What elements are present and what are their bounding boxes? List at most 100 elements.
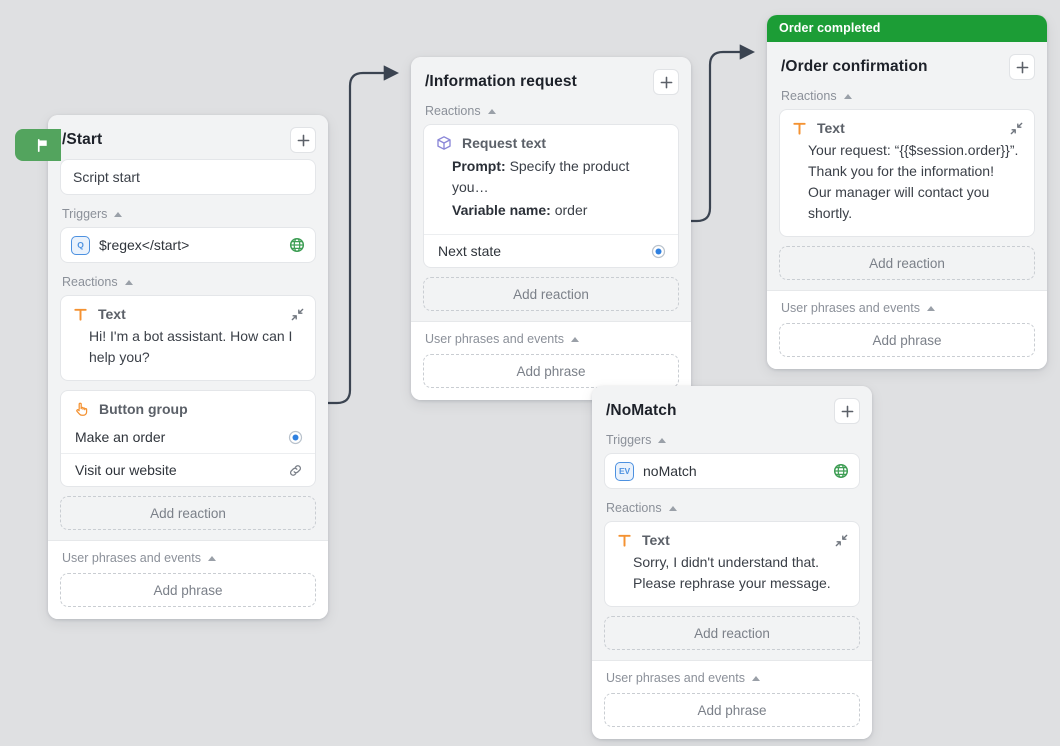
user-phrases-label: User phrases and events [62, 551, 201, 565]
chevron-up-icon [668, 505, 677, 511]
link-icon[interactable] [288, 463, 303, 478]
reactions-label: Reactions [781, 89, 837, 103]
add-element-button[interactable] [653, 69, 679, 95]
user-phrases-toggle[interactable]: User phrases and events [779, 301, 1035, 323]
trigger-row[interactable]: Q $regex</start> [60, 227, 316, 263]
variable-value: order [554, 202, 588, 218]
add-reaction-button[interactable]: Add reaction [60, 496, 316, 530]
reaction-text-body: Sorry, I didn't understand that. Please … [633, 554, 831, 591]
add-phrase-button[interactable]: Add phrase [60, 573, 316, 607]
user-phrases-toggle[interactable]: User phrases and events [60, 551, 316, 573]
globe-icon[interactable] [289, 237, 305, 253]
node-title: /NoMatch [606, 402, 677, 419]
user-phrases-section: User phrases and events Add phrase [48, 540, 328, 619]
node-header-start: /Start [48, 115, 328, 159]
reaction-button-group[interactable]: Button group Make an order Visit our web… [60, 390, 316, 487]
node-start[interactable]: /Start Script start Triggers Q $re [15, 115, 328, 619]
chevron-up-icon [207, 555, 216, 561]
chevron-up-icon [124, 279, 133, 285]
start-flag-tab [15, 129, 61, 161]
reaction-request-body: Prompt: Specify the product you… Variabl… [424, 155, 678, 234]
plus-icon [1016, 61, 1028, 73]
next-state-row[interactable]: Next state [424, 234, 678, 267]
radio-target-icon[interactable] [651, 244, 666, 259]
reaction-header: Text [780, 110, 1034, 140]
node-information-request[interactable]: /Information request Reactions [411, 57, 691, 400]
chevron-up-icon [751, 675, 760, 681]
node-header-information-request: /Information request [411, 57, 691, 101]
node-title: /Order confirmation [781, 58, 928, 75]
add-reaction-button[interactable]: Add reaction [604, 616, 860, 650]
script-name-value: Script start [73, 169, 140, 185]
collapse-icon[interactable] [290, 307, 305, 322]
add-reaction-button[interactable]: Add reaction [779, 246, 1035, 280]
button-label: Visit our website [75, 462, 177, 478]
reaction-text[interactable]: Text Hi! I'm a bot assistant. How can I … [60, 295, 316, 381]
chevron-up-icon [114, 211, 123, 217]
button-item[interactable]: Visit our website [61, 453, 315, 486]
flag-icon [37, 138, 47, 152]
user-phrases-label: User phrases and events [781, 301, 920, 315]
triggers-label: Triggers [606, 433, 652, 447]
user-phrases-section: User phrases and events Add phrase [592, 660, 872, 739]
chevron-up-icon [926, 305, 935, 311]
node-title: /Information request [425, 73, 577, 90]
text-icon [792, 121, 807, 136]
plus-icon [841, 405, 853, 417]
radio-target-icon[interactable] [288, 430, 303, 445]
reactions-section-toggle[interactable]: Reactions [779, 86, 1035, 109]
cube-icon [436, 135, 452, 151]
reaction-request-text[interactable]: Request text Prompt: Specify the product… [423, 124, 679, 268]
reaction-header: Text [61, 296, 315, 326]
reactions-section-toggle[interactable]: Reactions [604, 498, 860, 521]
reactions-section-toggle[interactable]: Reactions [423, 101, 679, 124]
text-icon [73, 307, 88, 322]
add-reaction-button[interactable]: Add reaction [423, 277, 679, 311]
trigger-type-badge: Q [71, 235, 90, 255]
variable-key: Variable name: [452, 202, 551, 218]
add-phrase-button[interactable]: Add phrase [604, 693, 860, 727]
add-element-button[interactable] [834, 398, 860, 424]
reaction-text-body: Your request: “{{$session.order}}”. Than… [808, 142, 1019, 221]
prompt-key: Prompt: [452, 158, 506, 174]
script-name-input[interactable]: Script start [60, 159, 316, 195]
next-state-label: Next state [438, 243, 502, 259]
plus-icon [660, 76, 672, 88]
chevron-up-icon [658, 437, 667, 443]
add-element-button[interactable] [1009, 54, 1035, 80]
reaction-header: Button group [61, 391, 315, 421]
globe-icon[interactable] [833, 463, 849, 479]
reactions-section-toggle[interactable]: Reactions [60, 272, 316, 295]
triggers-section-toggle[interactable]: Triggers [604, 430, 860, 453]
user-phrases-toggle[interactable]: User phrases and events [423, 332, 679, 354]
reaction-text[interactable]: Text Sorry, I didn't understand that. Pl… [604, 521, 860, 607]
node-order-confirmation[interactable]: Order completed /Order confirmation Reac… [767, 15, 1047, 369]
pointer-hand-icon [73, 401, 89, 417]
add-phrase-button[interactable]: Add phrase [779, 323, 1035, 357]
status-banner: Order completed [767, 15, 1047, 42]
user-phrases-section: User phrases and events Add phrase [767, 290, 1047, 369]
trigger-row[interactable]: EV noMatch [604, 453, 860, 489]
prompt-row: Prompt: Specify the product you… [452, 155, 664, 199]
button-item[interactable]: Make an order [61, 421, 315, 453]
chevron-up-icon [570, 336, 579, 342]
chevron-up-icon [487, 108, 496, 114]
add-element-button[interactable] [290, 127, 316, 153]
reaction-title: Request text [462, 135, 547, 151]
collapse-icon[interactable] [834, 533, 849, 548]
triggers-section-toggle[interactable]: Triggers [60, 204, 316, 227]
reaction-title: Button group [99, 401, 188, 417]
reaction-text[interactable]: Text Your request: “{{$session.order}}”.… [779, 109, 1035, 237]
node-nomatch[interactable]: /NoMatch Triggers EV noMatch [592, 386, 872, 739]
collapse-icon[interactable] [1009, 121, 1024, 136]
add-phrase-button[interactable]: Add phrase [423, 354, 679, 388]
user-phrases-toggle[interactable]: User phrases and events [604, 671, 860, 693]
reaction-text-body: Hi! I'm a bot assistant. How can I help … [89, 328, 293, 365]
prompt-value: Specify the product you… [452, 158, 630, 195]
chevron-up-icon [843, 93, 852, 99]
plus-icon [297, 134, 309, 146]
button-label: Make an order [75, 429, 166, 445]
trigger-type-badge: EV [615, 461, 634, 481]
node-header-order-confirmation: /Order confirmation [767, 42, 1047, 86]
